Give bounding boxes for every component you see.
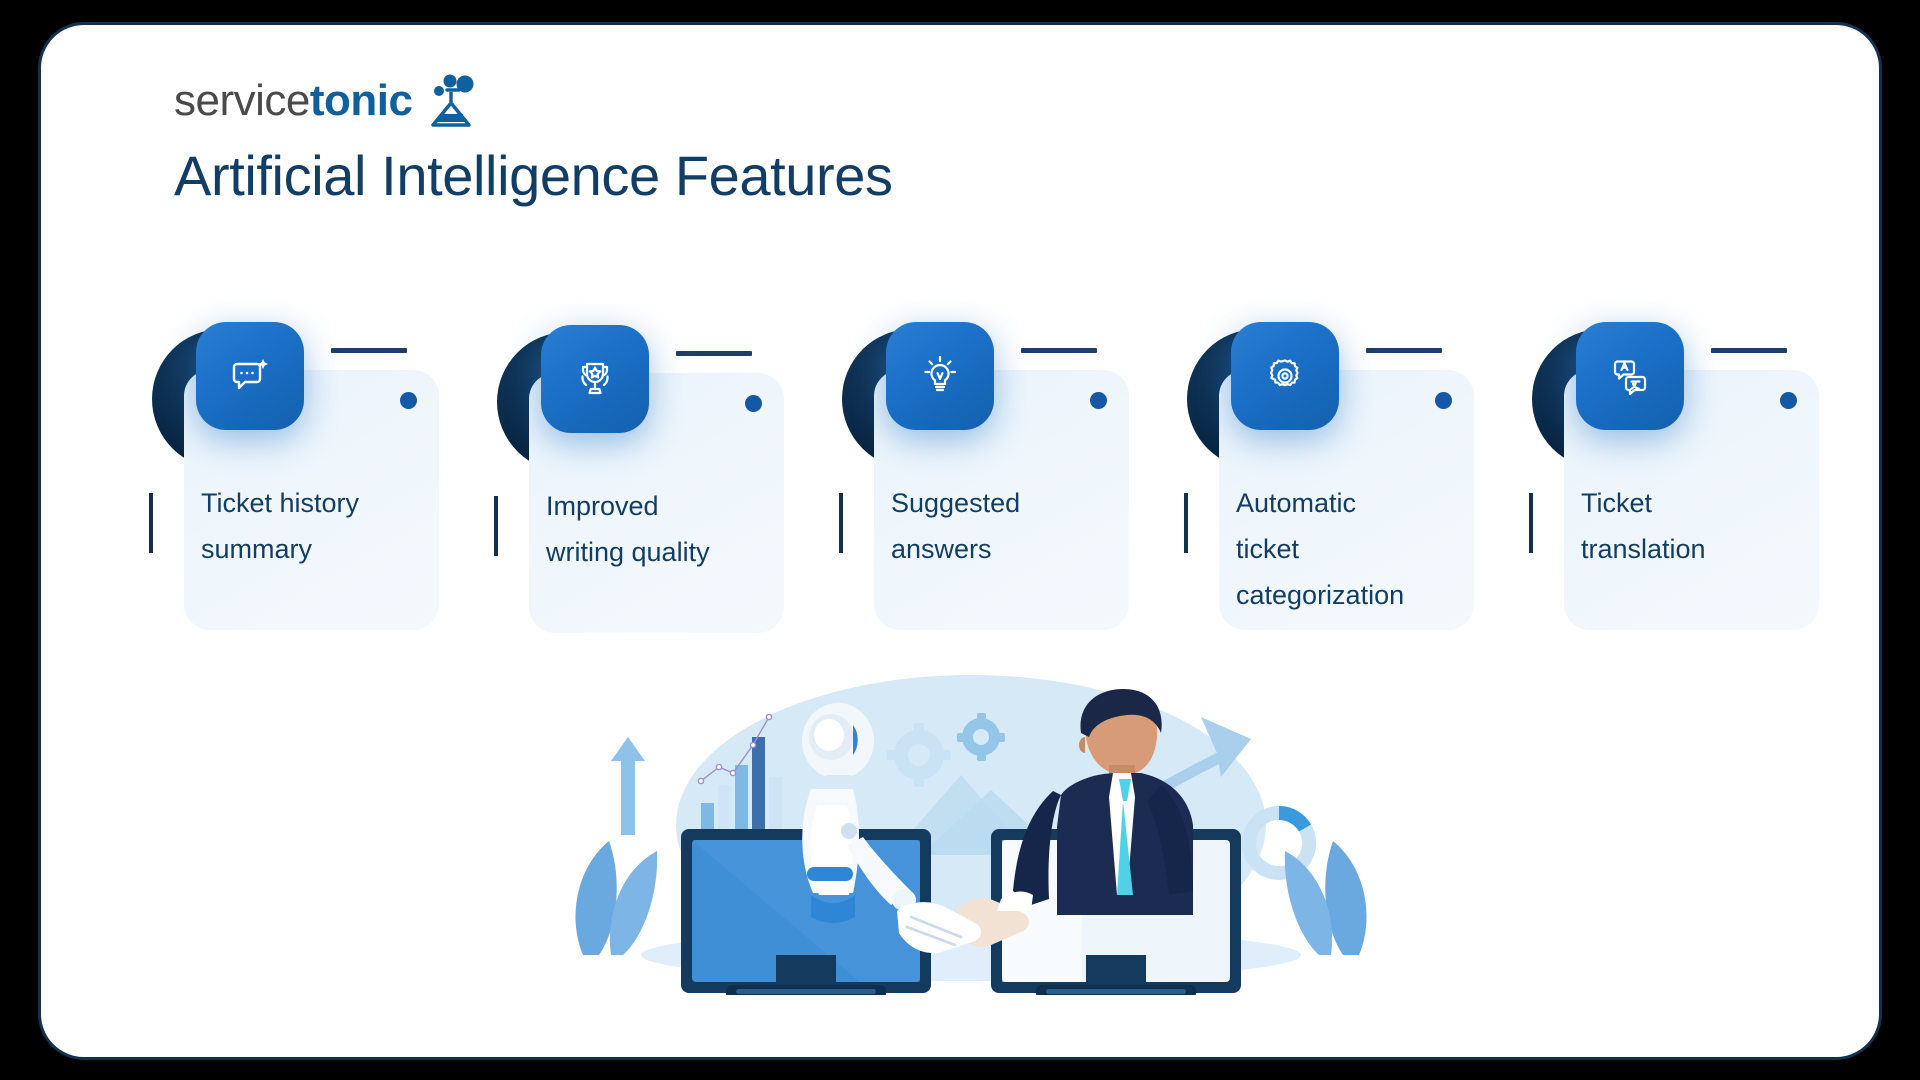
card-label-line1: Automatic ticket (1236, 488, 1357, 564)
card-dash-accent (676, 351, 752, 356)
businessman (1013, 689, 1193, 915)
slide-frame: servicetonic Artificial Intelligence Fea… (38, 22, 1882, 1060)
card-left-accent-bar (1529, 493, 1533, 553)
card-label: Suggested answers (891, 480, 1081, 572)
robot (802, 703, 916, 923)
card-label-line2: writing quality (546, 537, 710, 567)
card-dash-accent (1711, 348, 1787, 353)
card-corner-dot (1435, 392, 1452, 409)
card-dash-accent (1021, 348, 1097, 353)
card-left-accent-bar (839, 493, 843, 553)
card-label-line2: categorization (1236, 580, 1405, 610)
card-label-line1: Suggested (891, 488, 1021, 518)
card-label-line1: Improved (546, 491, 659, 521)
up-arrow (611, 737, 645, 835)
feature-card-suggested-answers[interactable]: Suggested answers (839, 322, 1139, 645)
chat-sparkle-icon[interactable] (196, 322, 304, 430)
card-label: Ticket history summary (201, 480, 391, 572)
card-label-line1: Ticket (1581, 488, 1653, 518)
feature-card-automatic-ticket-categorization[interactable]: Automatic ticket categorization (1184, 322, 1484, 645)
card-label-line1: Ticket history (201, 488, 360, 518)
card-label: Automatic ticket categorization (1236, 480, 1426, 618)
card-corner-dot (1780, 392, 1797, 409)
card-label: Ticket translation (1581, 480, 1771, 572)
translate-bubbles-icon[interactable] (1576, 322, 1684, 430)
line-chart (697, 713, 773, 785)
card-left-accent-bar (149, 493, 153, 553)
card-label: Improved writing quality (546, 483, 736, 575)
leaf-plant-left (575, 841, 658, 955)
feature-card-row: Ticket history summary (149, 322, 1849, 648)
card-corner-dot (400, 392, 417, 409)
handshake (897, 891, 1033, 953)
card-label-line2: summary (201, 534, 313, 564)
card-dash-accent (1366, 348, 1442, 353)
trophy-star-icon[interactable] (541, 325, 649, 433)
logo-text-tonic: tonic (309, 76, 413, 125)
feature-card-improved-writing-quality[interactable]: Improved writing quality (494, 325, 794, 648)
card-left-accent-bar (494, 496, 498, 556)
card-label-line2: answers (891, 534, 992, 564)
card-left-accent-bar (1184, 493, 1188, 553)
page-title: Artificial Intelligence Features (174, 144, 893, 207)
leaf-plant-right (1284, 841, 1367, 955)
card-corner-dot (745, 395, 762, 412)
gear-small (957, 713, 1005, 761)
card-dash-accent (331, 348, 407, 353)
card-label-line2: translation (1581, 534, 1706, 564)
servicetonic-logo: servicetonic (174, 73, 474, 129)
flask-icon (431, 74, 474, 127)
gear-large (887, 723, 951, 787)
robot-human-handshake-illustration (575, 675, 1367, 995)
logo-wordmark: servicetonic (174, 76, 413, 125)
gear-icon[interactable] (1231, 322, 1339, 430)
feature-card-ticket-history-summary[interactable]: Ticket history summary (149, 322, 449, 645)
feature-card-ticket-translation[interactable]: Ticket translation (1529, 322, 1829, 645)
donut-chart (1242, 805, 1316, 880)
card-corner-dot (1090, 392, 1107, 409)
lightbulb-icon[interactable] (886, 322, 994, 430)
logo-text-service: service (174, 76, 310, 125)
